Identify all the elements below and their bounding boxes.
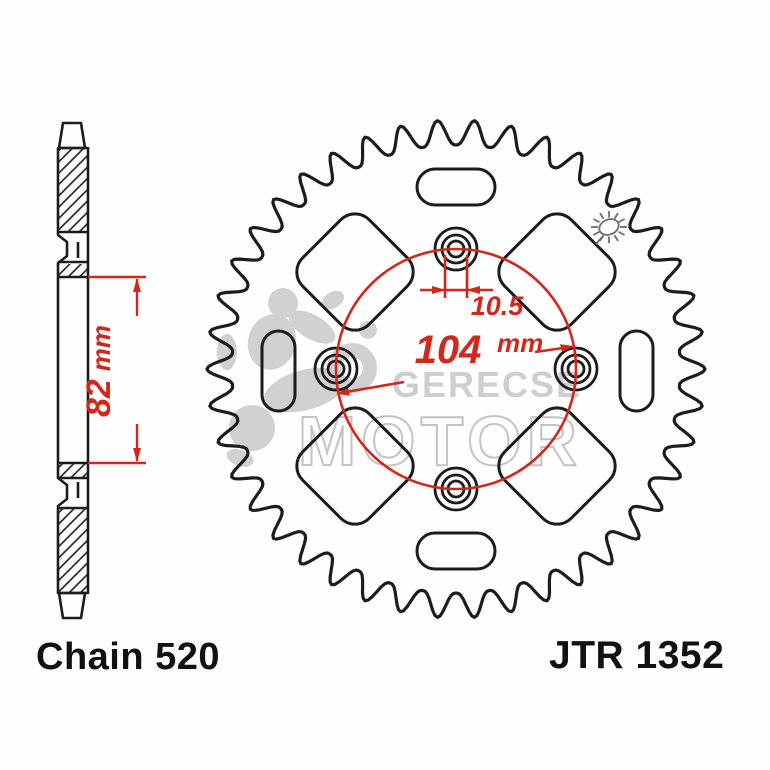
arrowhead [466, 286, 480, 294]
side-outline [56, 146, 90, 595]
bolt-circle [334, 247, 578, 491]
side-tooth-top [57, 121, 87, 150]
web-cutout-sw [295, 406, 415, 526]
starburst-ray [613, 212, 619, 220]
hatch-region [58, 264, 88, 277]
chain-size-label: Chain 520 [36, 636, 220, 678]
hatch-region [58, 508, 88, 593]
starburst-ray [592, 230, 600, 236]
sprocket-side-view [56, 121, 90, 620]
arrowhead [432, 286, 446, 294]
hatch-region [58, 148, 88, 232]
hatch-region [58, 463, 88, 477]
part-number-label: JTR 1352 [549, 634, 724, 677]
tooth-ring [205, 119, 707, 619]
bolt-circle-diameter-unit: mm [497, 328, 543, 358]
dimension-overlay [334, 247, 578, 491]
arrowhead [133, 278, 141, 292]
dimension-hub-width [88, 275, 146, 465]
starburst-ray [613, 234, 619, 242]
lightening-hole-top [415, 167, 497, 207]
starburst-icon [591, 211, 627, 245]
bolt-hole-diameter-label: 10.5 [471, 291, 525, 321]
watermark-brand-top: GERECSE [392, 364, 582, 405]
lightening-hole-right [618, 329, 655, 413]
starburst-ray [599, 212, 605, 220]
web-cutout-nw [295, 212, 415, 332]
web-cutout-ne [497, 212, 617, 332]
lightening-hole-left [260, 329, 297, 413]
bolt-circle-diameter-label: 104 [415, 328, 482, 372]
arrowhead [560, 344, 574, 353]
side-tooth-bottom [57, 591, 87, 620]
arrowhead [133, 448, 141, 462]
starburst-ray [618, 230, 626, 236]
web-cutout-se [497, 406, 617, 526]
starburst-ray [599, 234, 605, 242]
arrowhead [336, 387, 350, 396]
hub-width-label: 82mm [80, 325, 118, 417]
starburst-ray [592, 218, 600, 224]
lightening-hole-bottom [415, 531, 497, 571]
sprocket-front-view [205, 119, 707, 619]
starburst-ray [618, 218, 626, 224]
